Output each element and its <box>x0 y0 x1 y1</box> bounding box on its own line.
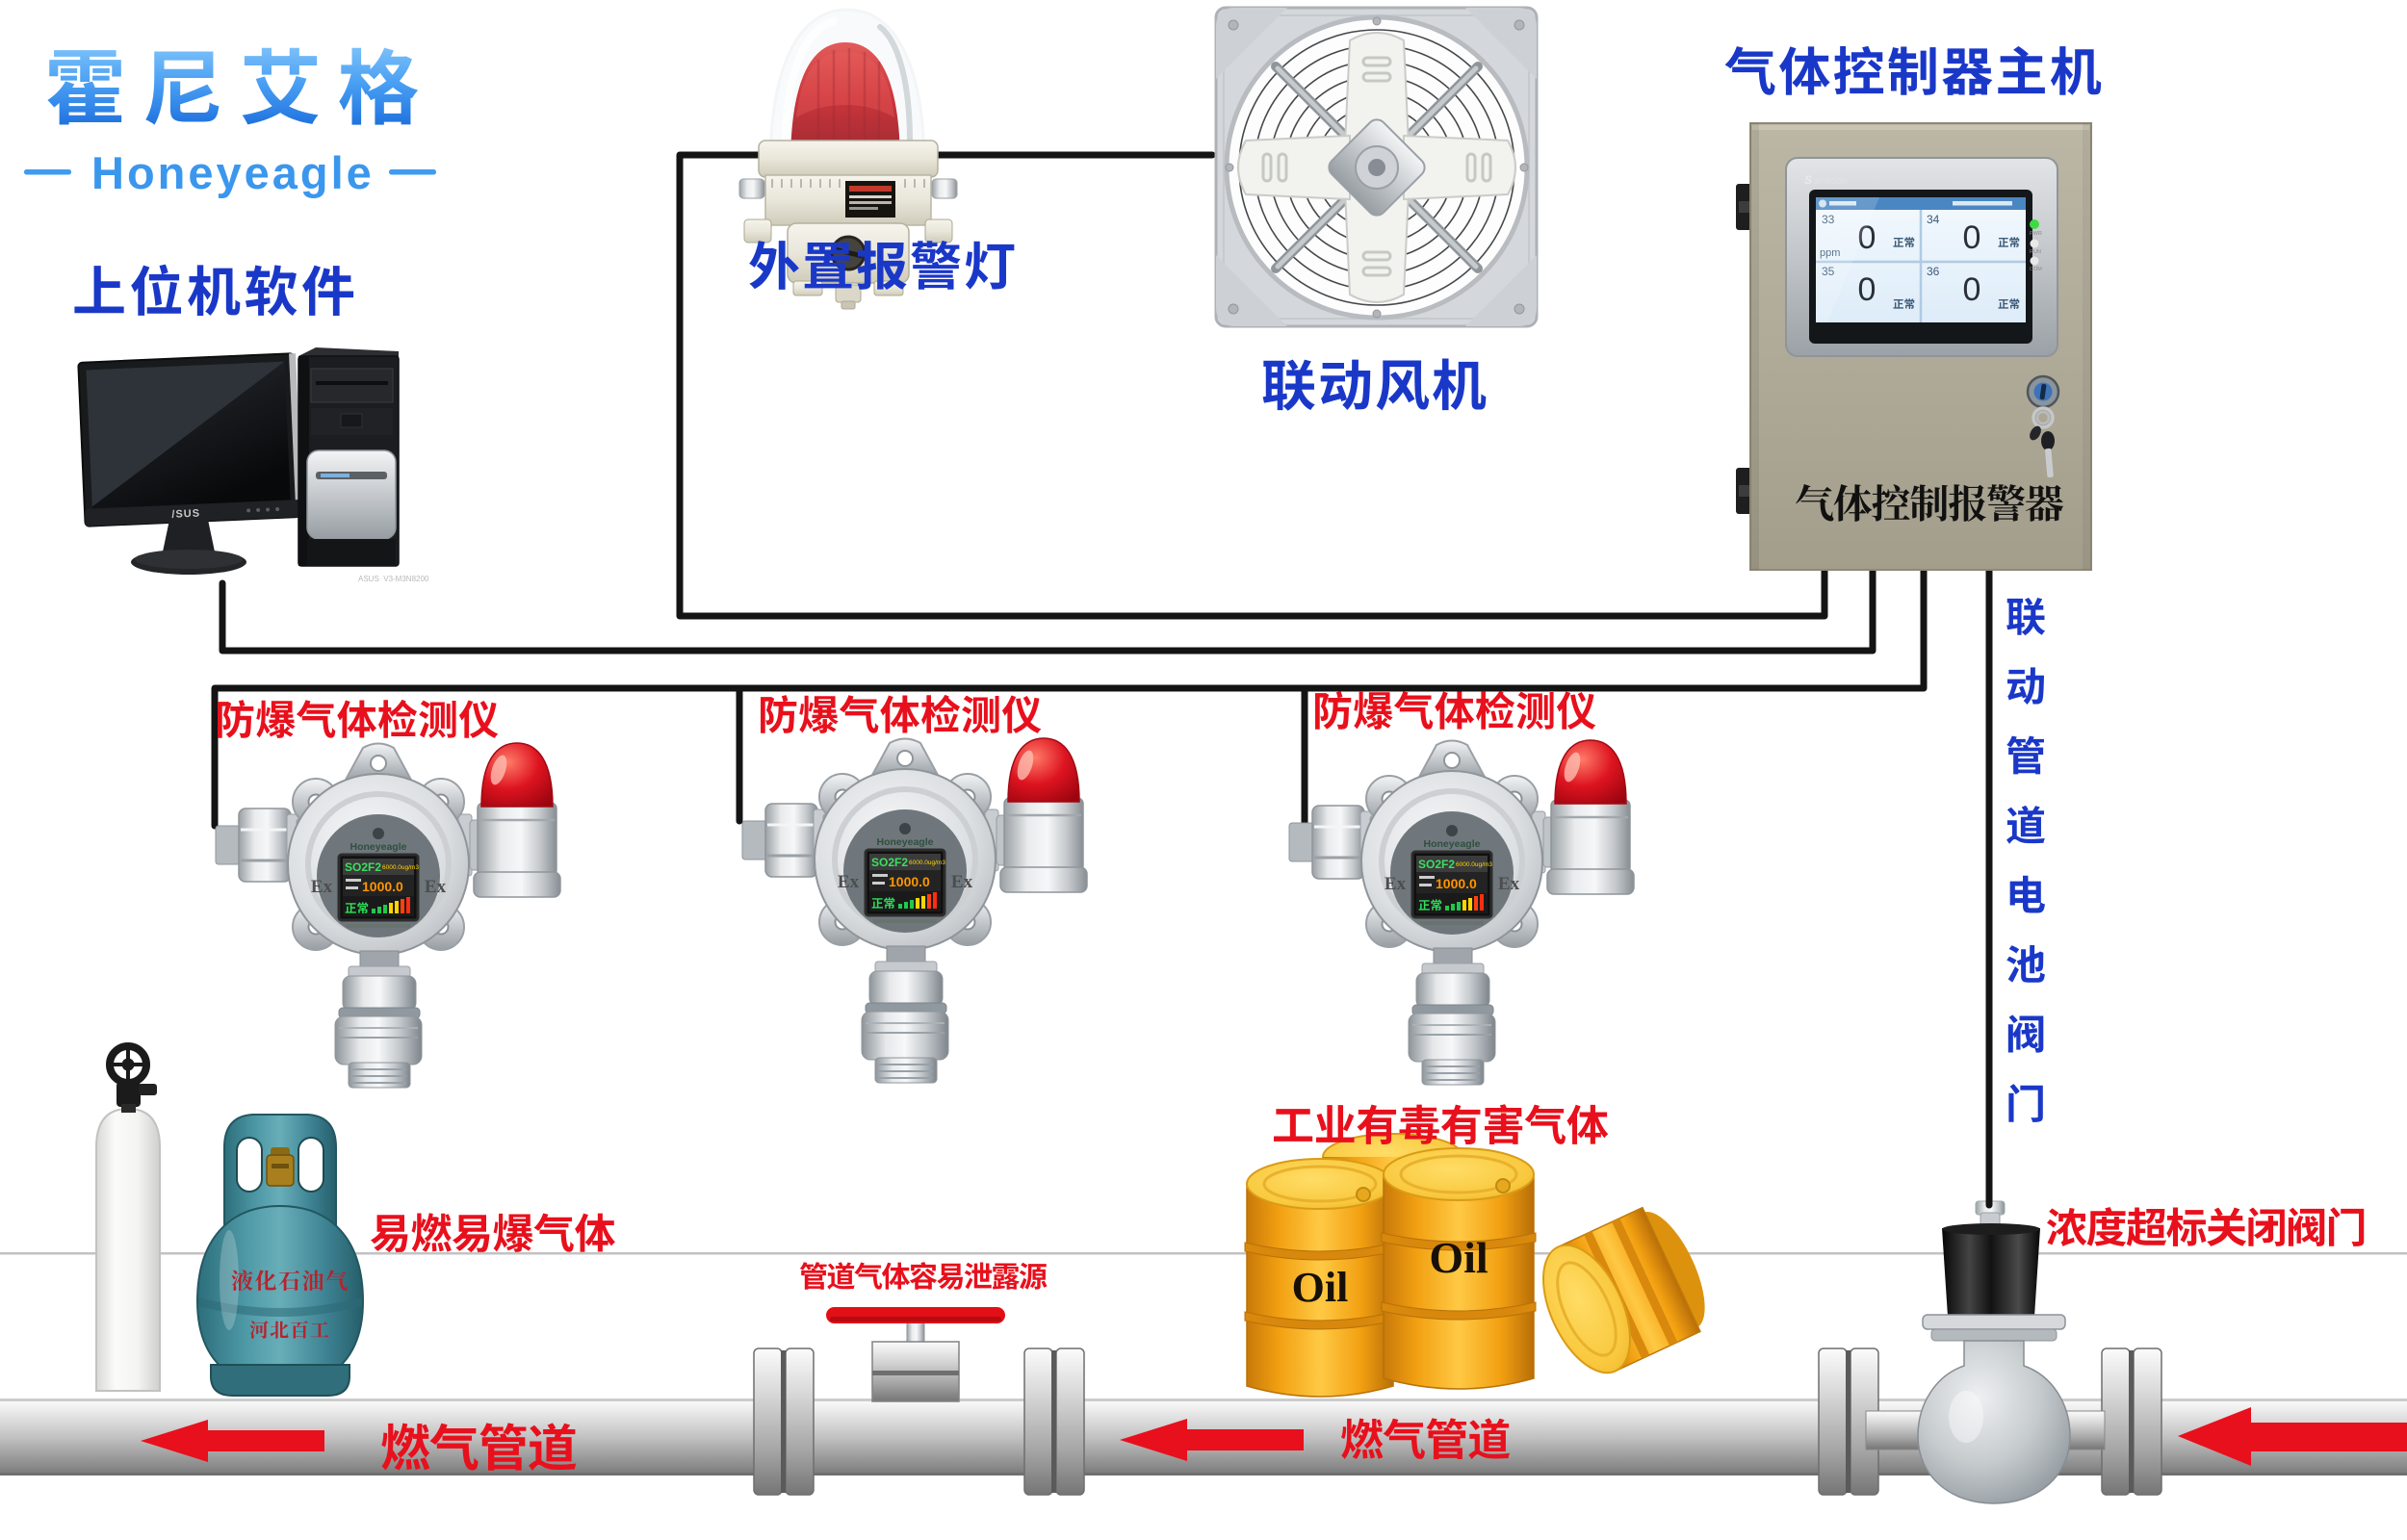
svg-text:0: 0 <box>1858 219 1876 256</box>
svg-text:RUN: RUN <box>2030 249 2041 255</box>
svg-text:/SUS: /SUS <box>171 508 200 521</box>
svg-text:ASUS V3-M3N8200: ASUS V3-M3N8200 <box>358 575 429 583</box>
svg-text:amkoon: amkoon <box>1813 176 1848 187</box>
svg-text:COM: COM <box>2030 267 2042 272</box>
svg-text:0: 0 <box>1963 219 1981 256</box>
svg-text:36: 36 <box>1927 265 1940 278</box>
svg-text:PWR: PWR <box>2030 231 2042 237</box>
svg-text:0: 0 <box>1858 271 1876 308</box>
svg-text:Honeyeagle: Honeyeagle <box>91 147 375 198</box>
svg-text:S: S <box>1804 173 1812 187</box>
svg-text:35: 35 <box>1822 265 1835 278</box>
svg-text:0: 0 <box>1963 271 1981 308</box>
svg-text:ppm: ppm <box>1820 247 1840 259</box>
svg-text:Oil: Oil <box>1292 1264 1349 1311</box>
svg-text:34: 34 <box>1927 213 1940 226</box>
svg-text:Oil: Oil <box>1429 1233 1488 1282</box>
svg-text:33: 33 <box>1822 213 1835 226</box>
